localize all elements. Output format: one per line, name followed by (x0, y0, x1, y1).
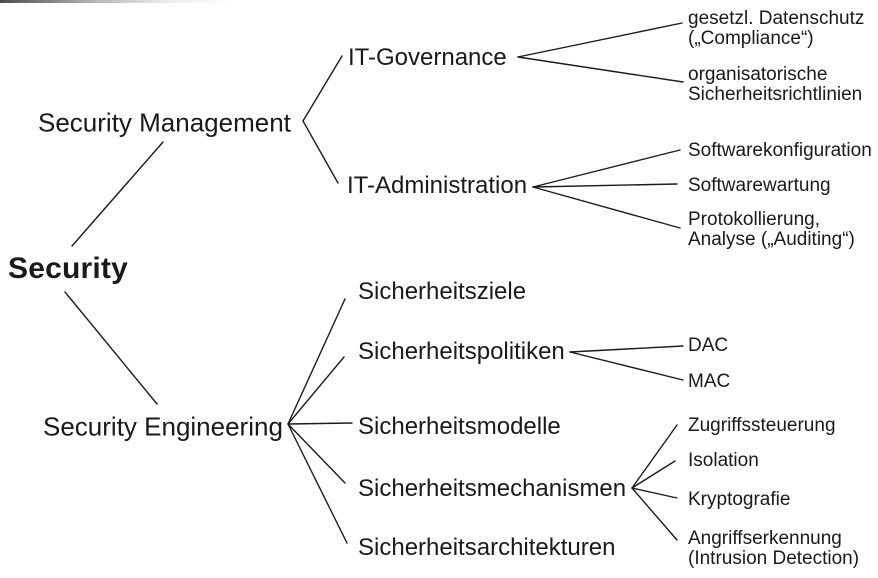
connector-line (288, 422, 353, 425)
connector-line (302, 120, 339, 184)
leaf-line: organisatorische (688, 64, 828, 85)
leaf-line: Sicherheitsrichtlinien (688, 84, 863, 105)
connector-line (532, 186, 681, 229)
leaf-softwarewartung: Softwarewartung (688, 175, 831, 196)
connector-line (302, 55, 343, 122)
connector-line (532, 183, 678, 188)
connector-line (631, 424, 678, 489)
connector-line (631, 460, 676, 489)
node-it-administration: IT-Administration (347, 172, 528, 199)
leaf-zugriffssteuerung: Zugriffssteuerung (688, 415, 836, 436)
leaf-mac: MAC (688, 371, 731, 392)
leaf-softwarekonfiguration: Softwarekonfiguration (688, 140, 872, 161)
node-it-governance: IT-Governance (348, 44, 507, 71)
node-sicherheitspolitiken: Sicherheitspolitiken (358, 338, 565, 365)
node-sicherheitsarchitekturen: Sicherheitsarchitekturen (358, 534, 616, 561)
connector-line (569, 351, 684, 381)
connector-line (64, 291, 158, 405)
leaf-line: Analyse („Auditing“) (688, 229, 855, 250)
leaf-organisatorische-sicherheitsrichtlinien: organisatorische Sicherheitsrichtlinien (688, 65, 862, 105)
leaf-line: („Compliance“) (688, 28, 814, 49)
node-sicherheitsmechanismen: Sicherheitsmechanismen (358, 475, 627, 502)
connector-line (517, 56, 684, 83)
connector-line (287, 423, 346, 484)
connector-line (71, 141, 164, 247)
connector-line (287, 423, 348, 544)
connector-line (631, 487, 678, 499)
leaf-line: gesetzl. Datenschutz (688, 8, 865, 29)
leaf-isolation: Isolation (688, 450, 759, 471)
connector-line (287, 356, 345, 425)
connector-line (517, 22, 683, 58)
connector-line (287, 298, 346, 425)
connector-line (569, 345, 684, 353)
leaf-kryptografie: Kryptografie (688, 489, 791, 510)
leaf-line: Protokollierung, (688, 209, 821, 230)
leaf-dac: DAC (688, 335, 729, 356)
node-security-management: Security Management (38, 107, 291, 138)
leaf-gesetzl-datenschutz-compliance: gesetzl. Datenschutz („Compliance“) (688, 9, 864, 49)
screen-edge-artifact (0, 0, 235, 3)
leaf-line: Angriffserkennung (688, 528, 842, 549)
connector-line (532, 149, 681, 188)
leaf-angriffserkennung-intrusion-detection: Angriffserkennung (Intrusion Detection) (688, 529, 859, 569)
node-sicherheitsziele: Sicherheitsziele (358, 278, 527, 305)
node-security-engineering: Security Engineering (43, 411, 283, 442)
node-sicherheitsmodelle: Sicherheitsmodelle (358, 413, 561, 440)
node-security-root: Security (8, 252, 128, 285)
connector-line (631, 487, 678, 541)
leaf-line: (Intrusion Detection) (688, 548, 860, 569)
leaf-protokollierung-analyse-auditing: Protokollierung, Analyse („Auditing“) (688, 210, 855, 250)
